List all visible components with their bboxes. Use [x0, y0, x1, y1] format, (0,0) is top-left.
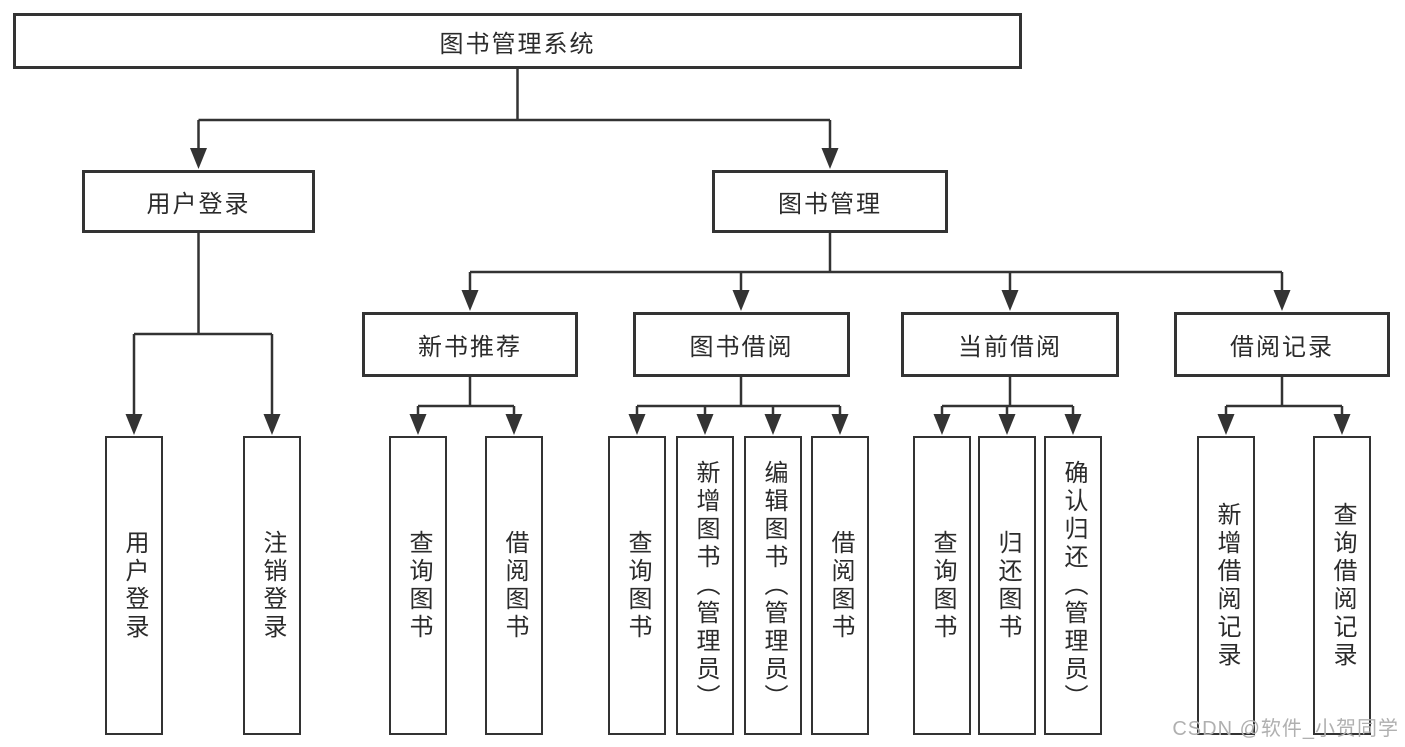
leaf-borrow-books: 借阅图书	[811, 436, 869, 735]
node-label: 图书管理	[778, 191, 882, 218]
node-borrowing-records: 借阅记录	[1174, 312, 1390, 377]
leaf-label: 查询图书	[929, 529, 956, 642]
node-label: 借阅记录	[1230, 334, 1334, 361]
leaf-label: 新增图书（管理员）	[692, 459, 719, 712]
leaf-borrow-books-recommend: 借阅图书	[485, 436, 543, 735]
leaf-label: 编辑图书（管理员）	[760, 459, 787, 712]
leaf-confirm-return-admin: 确认归还（管理员）	[1044, 436, 1102, 735]
leaf-label: 查询图书	[624, 529, 651, 642]
leaf-label: 查询借阅记录	[1329, 501, 1356, 670]
node-current-borrowing: 当前借阅	[901, 312, 1119, 377]
leaf-user-login: 用户登录	[105, 436, 163, 735]
leaf-edit-book-admin: 编辑图书（管理员）	[744, 436, 802, 735]
leaf-logout: 注销登录	[243, 436, 301, 735]
node-new-book-recommendation: 新书推荐	[362, 312, 578, 377]
node-user-login: 用户登录	[82, 170, 315, 233]
leaf-label: 查询图书	[405, 529, 432, 642]
leaf-add-borrow-record: 新增借阅记录	[1197, 436, 1255, 735]
leaf-query-books-recommend: 查询图书	[389, 436, 447, 735]
leaf-label: 借阅图书	[827, 529, 854, 642]
node-label: 用户登录	[146, 191, 251, 218]
leaf-label: 用户登录	[121, 529, 148, 642]
leaf-query-books-current: 查询图书	[913, 436, 971, 735]
node-book-management: 图书管理	[712, 170, 948, 233]
node-book-borrowing: 图书借阅	[633, 312, 850, 377]
leaf-label: 归还图书	[994, 529, 1021, 642]
leaf-label: 新增借阅记录	[1213, 501, 1240, 670]
leaf-query-borrow-record: 查询借阅记录	[1313, 436, 1371, 735]
node-label: 图书借阅	[689, 334, 794, 361]
leaf-query-books-borrow: 查询图书	[608, 436, 666, 735]
leaf-return-books: 归还图书	[978, 436, 1036, 735]
node-label: 新书推荐	[418, 334, 522, 361]
csdn-watermark: CSDN @软件_小贺同学	[1172, 718, 1399, 740]
node-label: 当前借阅	[958, 334, 1062, 361]
leaf-label: 确认归还（管理员）	[1060, 459, 1087, 712]
node-library-management-system: 图书管理系统	[13, 13, 1022, 69]
leaf-label: 注销登录	[259, 529, 286, 642]
leaf-add-book-admin: 新增图书（管理员）	[676, 436, 734, 735]
node-label: 图书管理系统	[439, 30, 596, 58]
leaf-label: 借阅图书	[501, 529, 528, 642]
